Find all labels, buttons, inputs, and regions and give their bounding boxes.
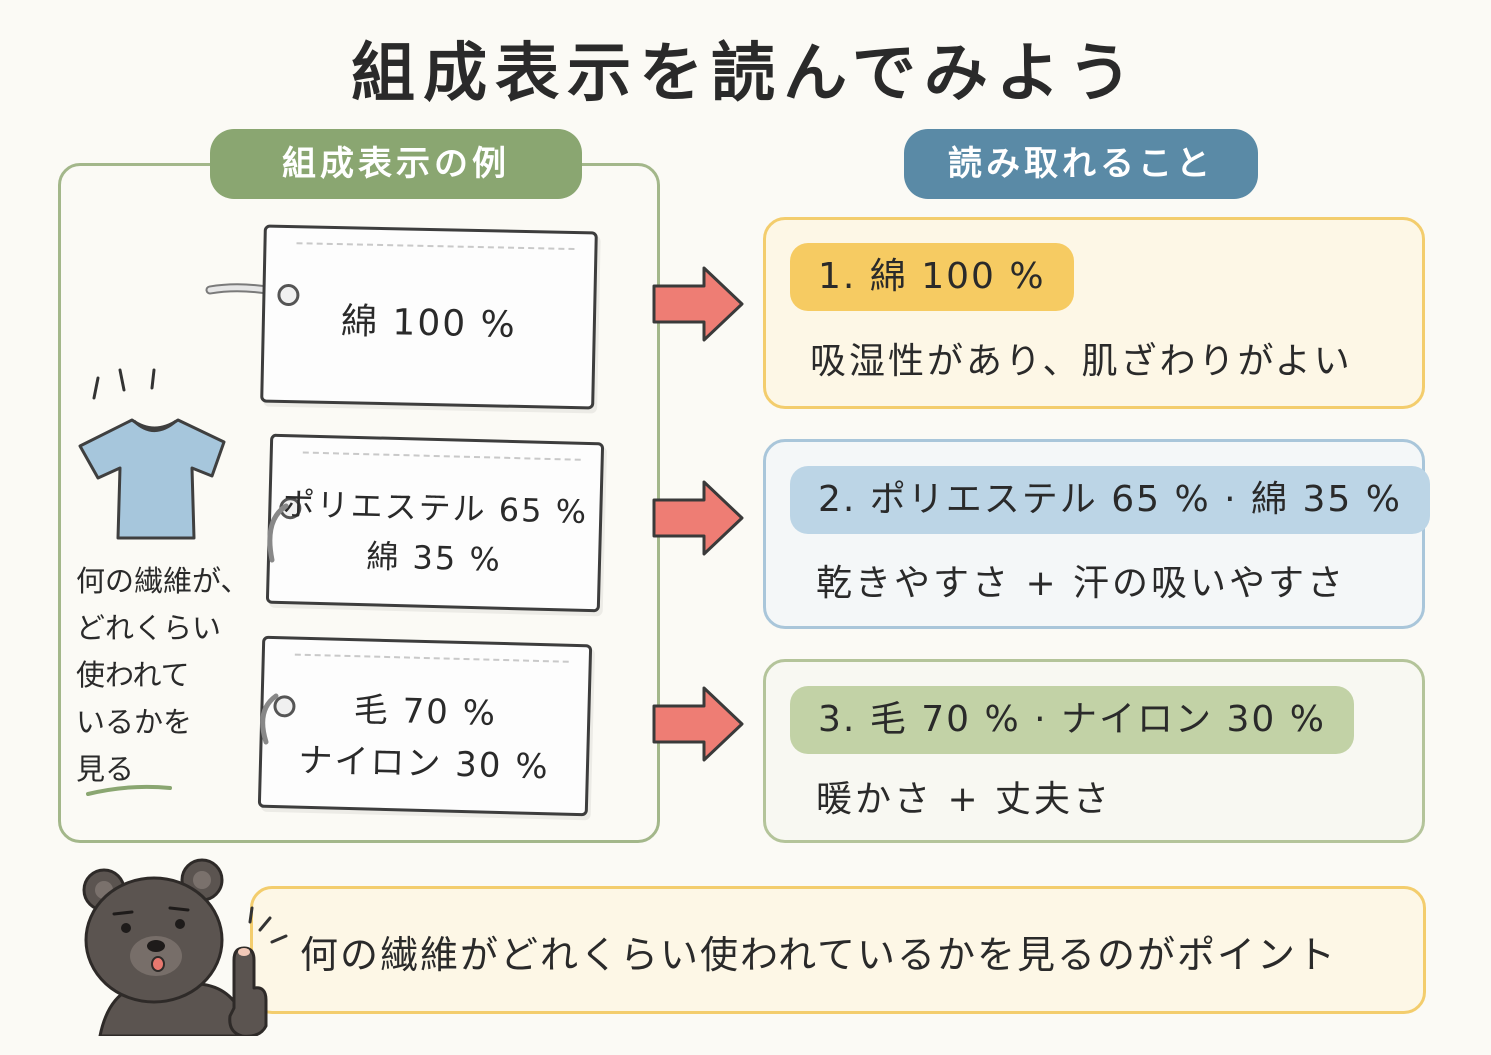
takeaways-label: 読み取れること (904, 129, 1258, 199)
composition-tag-1: 綿 100 % (260, 224, 598, 410)
takeaway-3-heading: 3. 毛 70 % · ナイロン 30 % (790, 686, 1354, 754)
caption-line: 見る (76, 752, 135, 786)
tag-ring-icon (260, 693, 279, 745)
composition-example-label: 組成表示の例 (210, 129, 582, 199)
arrow-right-icon (652, 686, 744, 762)
composition-tag-3: 毛 70 % ナイロン 30 % (257, 635, 593, 817)
fiber-caption: 何の繊維が、 どれくらい 使われて いるかを 見る (76, 558, 276, 793)
composition-tag-2: ポリエステル 65 % 綿 35 % (265, 433, 605, 613)
tag-3-line-1: 毛 70 % (353, 690, 498, 734)
key-point-text: 何の繊維がどれくらい使われているかを見るのがポイント (300, 933, 1337, 977)
tag-2-line-2: 綿 35 % (365, 537, 503, 579)
takeaway-1-description: 吸湿性があり、肌ざわりがよい (810, 341, 1353, 382)
takeaway-2-description: 乾きやすさ + 汗の吸いやすさ (816, 563, 1347, 604)
tag-3-line-2: ナイロン 30 % (297, 740, 551, 788)
caption-line: 何の繊維が、 (76, 564, 250, 598)
key-point-box (250, 886, 1426, 1014)
arrow-right-icon (652, 480, 744, 556)
caption-line: どれくらい (76, 611, 222, 645)
caption-line: 使われて (76, 658, 190, 692)
takeaway-2-heading: 2. ポリエステル 65 % · 綿 35 % (790, 466, 1430, 534)
t-shirt-icon (78, 368, 226, 540)
page-title: 組成表示を読んでみよう (351, 37, 1140, 111)
caption-line: いるかを (76, 705, 193, 739)
underline-stroke (86, 784, 172, 796)
tag-ring-icon (267, 503, 289, 563)
takeaway-3-description: 暖かさ + 丈夫さ (816, 779, 1113, 820)
takeaway-1-heading: 1. 綿 100 % (790, 243, 1074, 311)
tag-1-line-1: 綿 100 % (340, 301, 518, 346)
bear-mascot-icon (82, 858, 288, 1036)
tag-2-line-1: ポリエステル 65 % (282, 485, 589, 531)
arrow-right-icon (652, 266, 744, 342)
